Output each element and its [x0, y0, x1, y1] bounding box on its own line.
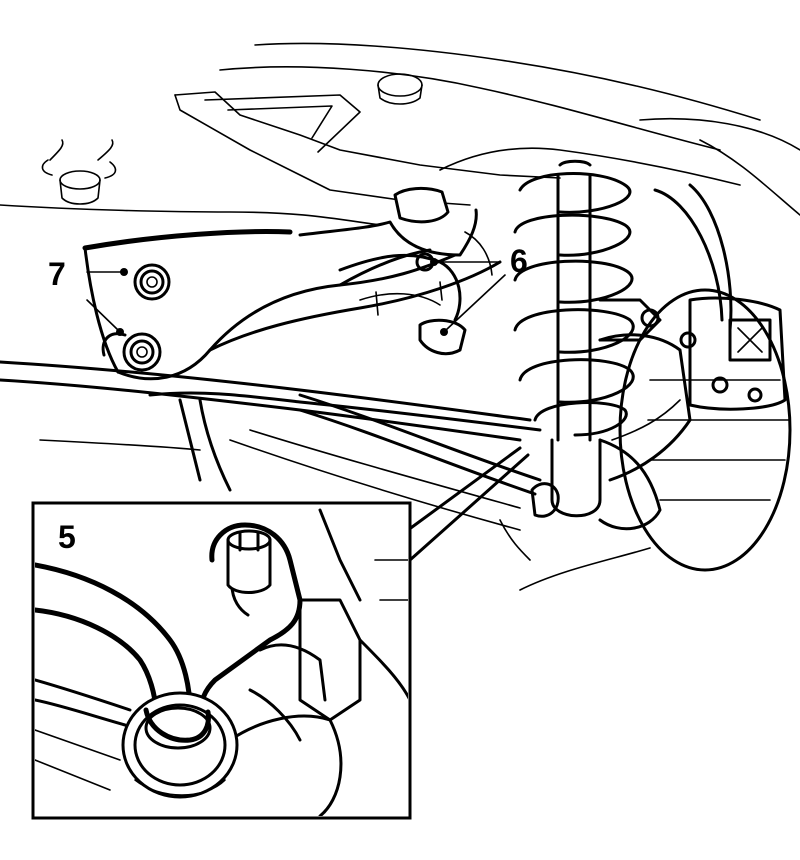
- callout-7: 7: [48, 256, 128, 336]
- stabilizer-link-end: [499, 482, 651, 591]
- leader-dot-6a: [430, 258, 438, 266]
- inset-detail-5: 5: [31, 501, 412, 820]
- bushing-7-upper: [133, 263, 171, 301]
- bushing-7-lower: [101, 332, 162, 372]
- coil-spring: [513, 172, 635, 437]
- leader-dot-7a: [120, 268, 128, 276]
- shock-absorber: [550, 159, 602, 518]
- upper-arm-bracket: [298, 186, 493, 356]
- body-mount-top-left: [41, 139, 117, 205]
- leader-line-6b: [445, 274, 506, 331]
- callout-label-5: 5: [58, 519, 76, 555]
- body-floor-pan: [0, 42, 800, 226]
- inset-leader-lines: [406, 446, 530, 562]
- leader-dot-6b: [440, 328, 448, 336]
- stabilizer-bar: [229, 393, 542, 531]
- wheel-hub-brake: [598, 183, 792, 572]
- callout-6: 6: [430, 243, 528, 336]
- subframe-crossmember: [0, 360, 532, 492]
- leader-line-7b: [86, 299, 119, 331]
- callout-label-7: 7: [48, 256, 66, 292]
- leader-dot-7b: [116, 328, 124, 336]
- callout-label-6: 6: [510, 243, 528, 279]
- inset-artwork: [35, 508, 408, 816]
